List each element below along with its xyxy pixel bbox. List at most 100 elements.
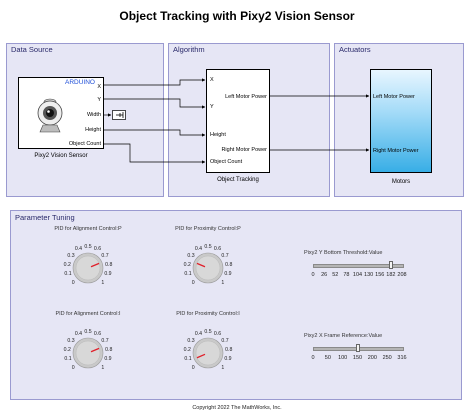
knob-tick-label: 0.2 <box>63 261 71 268</box>
copyright-footer: Copyright 2022 The MathWorks, Inc. <box>192 405 282 411</box>
knob-dial[interactable] <box>38 311 138 387</box>
wire-height <box>104 129 206 137</box>
knob-proximity-p-title: PID for Proximity Control:P <box>175 226 241 232</box>
knob-tick-label: 1 <box>101 364 105 371</box>
knob-pointer <box>196 262 206 268</box>
knob-tick-label: 0.3 <box>67 252 75 259</box>
tracking-in-y: Y <box>210 104 214 110</box>
model-title: Object Tracking with Pixy2 Vision Sensor <box>119 9 355 23</box>
slider-x-frame-reference[interactable]: Pixy2 X Frame Reference:Value 0 50 100 150 2… <box>300 333 410 369</box>
motors-in-right-motor-power: Right Motor Power <box>373 148 419 154</box>
knob-tick-label: 0.6 <box>213 246 222 253</box>
knob-tick-label: 0 <box>71 364 75 371</box>
knob-tick-label: 0.1 <box>64 356 72 363</box>
slider-tick-label: 182 <box>386 272 396 278</box>
slider-x-frame-reference-title: Pixy2 X Frame Reference:Value <box>304 333 383 339</box>
knob-tick-label: 0 <box>71 279 75 286</box>
slider-tick-label: 130 <box>364 272 374 278</box>
arduino-badge: ARDUINO <box>65 79 95 86</box>
knob-tick-label: 0.2 <box>183 346 191 353</box>
knob-tick-label: 0.8 <box>225 346 233 353</box>
tracking-out-right-motor-power: Right Motor Power <box>221 147 267 153</box>
slider-tick-label: 150 <box>352 355 363 361</box>
slider-tick-label: 200 <box>367 355 377 361</box>
tracking-in-x: X <box>210 77 214 83</box>
knob-tick-label: 0.2 <box>63 346 71 353</box>
pixy2-block-name: Pixy2 Vision Sensor <box>34 153 88 159</box>
pixy-port-x: X <box>97 84 101 90</box>
knob-tick-label: 0.6 <box>213 331 222 338</box>
knob-tick-label: 0.5 <box>84 244 92 250</box>
knob-face <box>195 340 221 366</box>
parameter-tuning-label: Parameter Tuning <box>15 213 75 222</box>
knob-face <box>75 340 101 366</box>
knob-face <box>75 255 101 281</box>
motors-in-left-motor-power: Left Motor Power <box>373 94 415 100</box>
knob-tick-label: 0.7 <box>221 337 229 344</box>
wire-x <box>104 78 206 86</box>
knob-face <box>195 255 221 281</box>
knob-tick-label: 0.7 <box>101 252 109 259</box>
pixy-port-object-count: Object Count <box>68 141 101 147</box>
knob-tick-label: 0.4 <box>74 246 83 253</box>
knob-tick-label: 0 <box>191 279 195 286</box>
tracking-in-height: Height <box>210 132 226 138</box>
terminator-icon[interactable] <box>112 110 126 120</box>
knob-tick-label: 0 <box>191 364 195 371</box>
slider-tick-label: 208 <box>397 272 407 278</box>
slider-tick-label: 52 <box>332 272 339 278</box>
knob-tick-label: 0.8 <box>105 261 113 268</box>
knob-tick-label: 0.4 <box>194 246 203 253</box>
pixy2-vision-sensor-block[interactable]: ARDUINO X Y Width Height Object Count <box>18 77 104 149</box>
knob-tick-label: 1 <box>221 364 225 371</box>
slider-tick-label: 50 <box>324 355 331 361</box>
knob-tick-label: 0.7 <box>101 337 109 344</box>
knob-pointer <box>90 262 100 268</box>
slider-track[interactable] <box>313 264 404 268</box>
knob-dial[interactable] <box>158 226 258 302</box>
knob-pointer <box>90 347 100 353</box>
knob-alignment-i-title: PID for Alignment Control:I <box>55 311 121 317</box>
knob-alignment-p-title: PID for Alignment Control:P <box>54 226 122 232</box>
slider-tick-label: 0 <box>311 272 315 278</box>
slider-y-bottom-threshold-title: Pixy2 Y Bottom Threshold:Value <box>304 250 383 256</box>
knob-tick-label: 1 <box>221 279 225 286</box>
actuators-label: Actuators <box>339 45 371 54</box>
knob-tick-label: 0.9 <box>104 271 112 278</box>
slider-tick-label: 0 <box>311 355 315 361</box>
slider-tick-label: 78 <box>343 272 350 278</box>
wire-object-count <box>104 143 206 164</box>
slider-tick-label: 250 <box>382 355 392 361</box>
knob-tick-label: 0.1 <box>64 271 72 278</box>
knob-dial[interactable] <box>158 311 258 387</box>
slider-tick-label: 100 <box>338 355 348 361</box>
slider-tick-label: 26 <box>321 272 328 278</box>
slider-thumb[interactable] <box>388 261 393 269</box>
knob-tick-label: 0.6 <box>93 246 102 253</box>
knob-pointer <box>196 353 206 359</box>
knob-tick-label: 0.3 <box>187 337 195 344</box>
knob-tick-label: 0.7 <box>221 252 229 259</box>
knob-tick-label: 1 <box>101 279 105 286</box>
knob-tick-label: 0.4 <box>74 331 83 338</box>
pixy-port-height: Height <box>85 127 101 133</box>
knob-tick-label: 0.9 <box>224 356 232 363</box>
knob-tick-label: 0.5 <box>204 329 212 335</box>
pixy-port-width: Width <box>86 112 101 118</box>
knob-tick-label: 0.1 <box>184 271 192 278</box>
slider-thumb[interactable] <box>355 344 360 352</box>
motors-block[interactable]: Left Motor Power Right Motor Power <box>370 69 432 173</box>
slider-tick-label: 156 <box>375 272 385 278</box>
knob-tick-label: 0.6 <box>93 331 102 338</box>
knob-tick-label: 0.1 <box>184 356 192 363</box>
knob-tick-label: 0.8 <box>105 346 113 353</box>
object-tracking-block-name: Object Tracking <box>217 177 259 183</box>
object-tracking-block[interactable]: X Y Height Object Count Left Motor Power… <box>206 69 270 173</box>
knob-dial[interactable] <box>38 226 138 302</box>
